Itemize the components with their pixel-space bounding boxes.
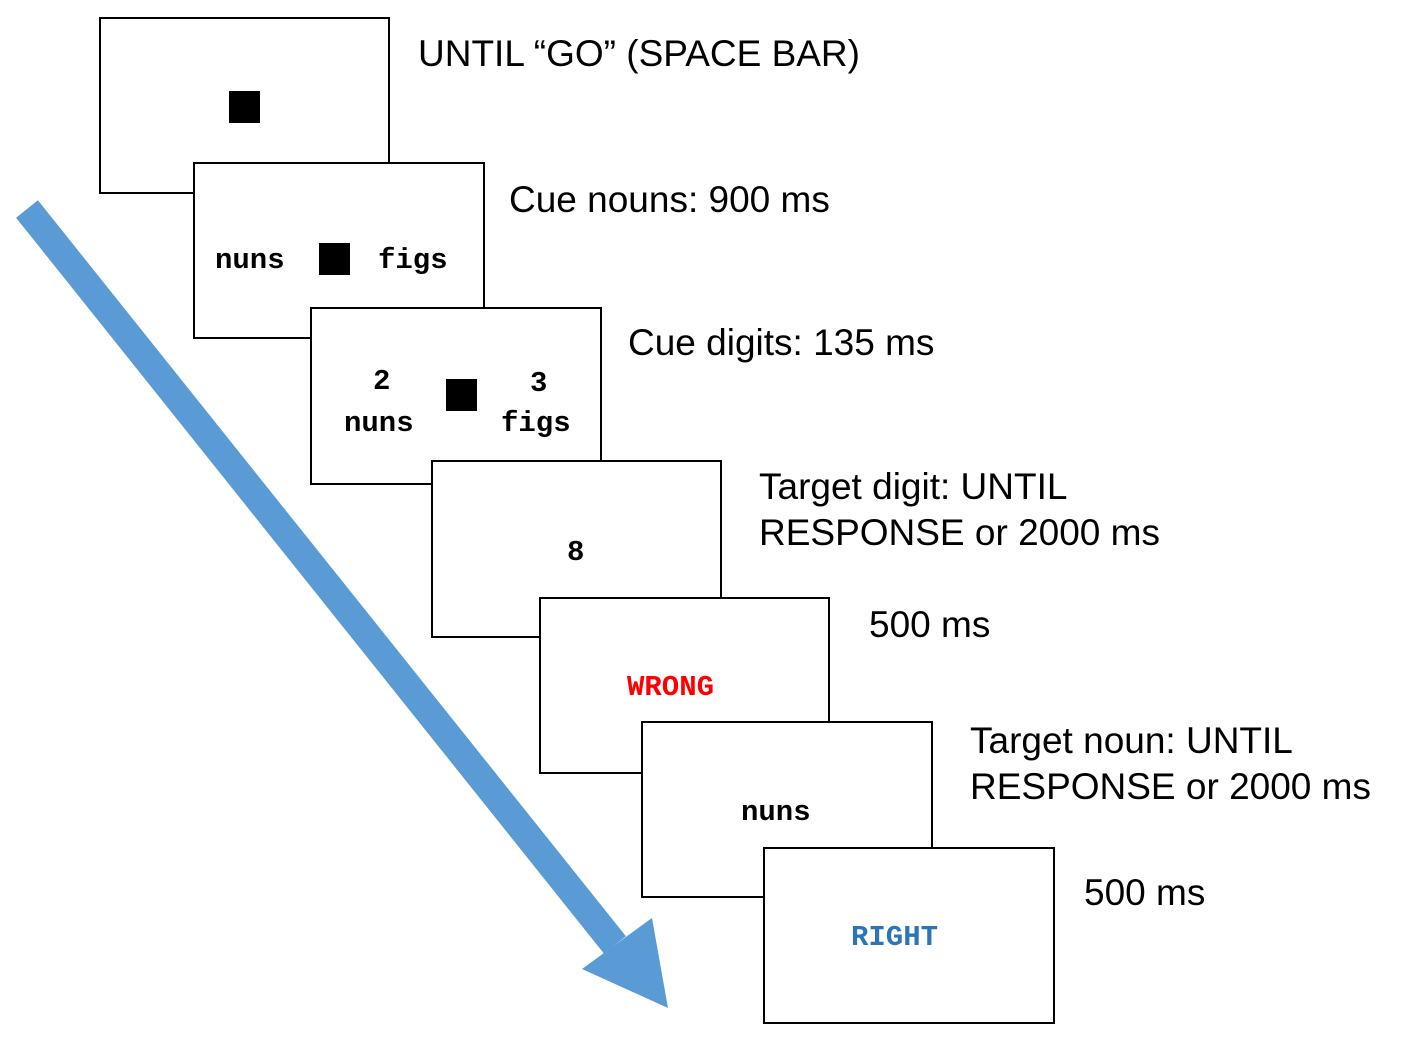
target-noun: nuns (741, 796, 811, 829)
target-noun-duration-label-line2: RESPONSE or 2000 ms (970, 766, 1371, 807)
cue-digit-left: 2 (373, 365, 391, 398)
target-digit-duration-label-line2: RESPONSE or 2000 ms (759, 512, 1160, 553)
target-digit: 8 (567, 536, 585, 569)
cue-digits-duration-label: Cue digits: 135 ms (628, 322, 935, 363)
wrong-feedback-duration-label: 500 ms (869, 604, 991, 645)
cue-digit-left-noun: nuns (344, 407, 414, 440)
fixation-square-icon (319, 243, 350, 275)
fixation-duration-label: UNTIL “GO” (SPACE BAR) (418, 33, 860, 74)
cue-noun-right: figs (378, 244, 448, 277)
right-feedback-duration-label: 500 ms (1084, 872, 1206, 913)
cue-nouns-duration-label: Cue nouns: 900 ms (509, 179, 830, 220)
target-digit-duration-label-line1: Target digit: UNTIL (759, 466, 1068, 507)
cue-digit-right-noun: figs (501, 407, 571, 440)
right-feedback-text: RIGHT (851, 921, 939, 954)
wrong-feedback-text: WRONG (627, 671, 715, 704)
cue-noun-left: nuns (215, 244, 285, 277)
right-feedback-frame: RIGHT (763, 847, 1055, 1024)
cue-digits-frame: 2 nuns 3 figs (310, 307, 602, 485)
cue-digit-right: 3 (530, 367, 548, 400)
fixation-square-icon (446, 379, 477, 411)
target-noun-duration-label-line1: Target noun: UNTIL (970, 720, 1293, 761)
fixation-square-icon (229, 91, 260, 123)
time-arrow-shaft (16, 200, 626, 954)
time-arrow-head (582, 918, 668, 1008)
